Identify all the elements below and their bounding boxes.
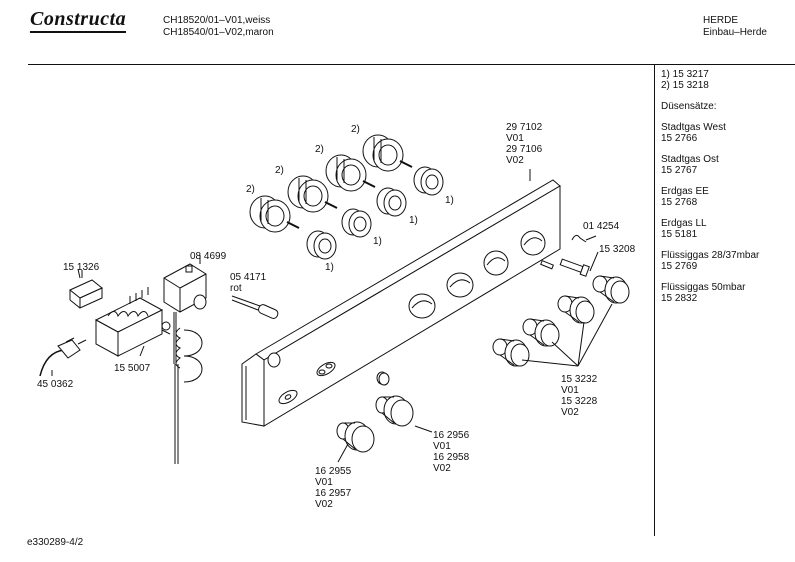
legend-line: 1) 15 3217 xyxy=(661,69,709,80)
label-line: 05 4171 xyxy=(230,272,267,283)
category-line-1: HERDE xyxy=(703,15,739,26)
label-plug: 45 0362 xyxy=(37,379,74,390)
label-screw: 01 4254 xyxy=(583,221,620,232)
valve-knobs-1 xyxy=(306,166,444,260)
small-switch xyxy=(69,270,103,309)
label-line: V02 xyxy=(506,155,524,166)
legend-line: Flüssiggas 28/37mbar xyxy=(661,250,760,261)
legend-line: Stadtgas West xyxy=(661,122,726,133)
mark-2: 2) xyxy=(275,165,284,176)
model-line-2: CH18540/01–V02,maron xyxy=(163,27,274,38)
label-switch-main: 15 5007 xyxy=(114,363,151,374)
label-line: 16 2958 xyxy=(433,452,470,463)
legend-line: Erdgas LL xyxy=(661,218,707,229)
legend-line: 15 2832 xyxy=(661,293,698,304)
label-line: V01 xyxy=(506,133,524,144)
screw-and-bolt xyxy=(540,234,599,277)
header-divider xyxy=(28,64,795,65)
label-knobs-right: 15 3232 V01 15 3228 V02 xyxy=(561,374,597,418)
label-line: V02 xyxy=(315,499,333,510)
legend-line: 2) 15 3218 xyxy=(661,80,709,91)
legend-heading: Düsensätze: xyxy=(661,101,717,112)
label-line: 16 2955 xyxy=(315,466,352,477)
sidebar-divider xyxy=(654,64,655,536)
legend-line: Erdgas EE xyxy=(661,186,709,197)
front-knobs-right xyxy=(492,275,630,367)
legend-line: 15 5181 xyxy=(661,229,698,240)
mark-1: 1) xyxy=(325,262,334,273)
legend-block-marks: 1) 15 3217 2) 15 3218 xyxy=(661,69,791,91)
legend-block-stadtgas-west: Stadtgas West 15 2766 xyxy=(661,122,791,144)
legend-line: Flüssiggas 50mbar xyxy=(661,282,746,293)
mark-2: 2) xyxy=(315,144,324,155)
legend-line: 15 2769 xyxy=(661,261,698,272)
indicator-lamp xyxy=(231,295,279,319)
label-line: V02 xyxy=(561,407,579,418)
label-line: 15 3232 xyxy=(561,374,598,385)
document-code: e330289-4/2 xyxy=(27,537,84,548)
mark-1: 1) xyxy=(445,195,454,206)
mark-1: 1) xyxy=(373,236,382,247)
small-nut xyxy=(376,371,390,386)
leader-switch-top xyxy=(77,268,81,279)
label-switch-top: 15 1326 xyxy=(63,262,100,273)
logo-underline xyxy=(30,31,126,33)
selector-switch xyxy=(94,287,171,357)
label-panel: 29 7102 V01 29 7106 V02 xyxy=(506,122,542,166)
label-line: 15 3228 xyxy=(561,396,598,407)
exploded-parts-drawing xyxy=(39,134,630,464)
mark-1: 1) xyxy=(409,215,418,226)
control-panel xyxy=(241,179,561,427)
valve-knobs-2 xyxy=(249,134,413,233)
brand-logo: Constructa xyxy=(30,8,127,30)
label-line: V01 xyxy=(561,385,579,396)
legend-line: Stadtgas Ost xyxy=(661,154,719,165)
legend-block-heading: Düsensätze: xyxy=(661,101,791,112)
label-line: 16 2957 xyxy=(315,488,352,499)
parts-legend: 1) 15 3217 2) 15 3218 Düsensätze: Stadtg… xyxy=(661,69,791,314)
thermostat xyxy=(163,255,207,464)
legend-block-fluessiggas-28: Flüssiggas 28/37mbar 15 2769 xyxy=(661,250,791,272)
legend-block-fluessiggas-50: Flüssiggas 50mbar 15 2832 xyxy=(661,282,791,304)
model-line-1: CH18520/01–V01,weiss xyxy=(163,15,271,26)
power-plug xyxy=(39,337,87,377)
legend-block-erdgas-ee: Erdgas EE 15 2768 xyxy=(661,186,791,208)
label-line: rot xyxy=(230,283,242,294)
label-line: 29 7106 xyxy=(506,144,543,155)
label-line: V01 xyxy=(315,477,333,488)
label-line: V01 xyxy=(433,441,451,452)
legend-line: 15 2768 xyxy=(661,197,698,208)
label-bolt: 15 3208 xyxy=(599,244,636,255)
label-line: 29 7102 xyxy=(506,122,543,133)
label-line: 16 2956 xyxy=(433,430,470,441)
legend-block-erdgas-ll: Erdgas LL 15 5181 xyxy=(661,218,791,240)
mark-2: 2) xyxy=(351,124,360,135)
front-knobs-center xyxy=(336,395,433,463)
label-line: V02 xyxy=(433,463,451,474)
legend-line: 15 2767 xyxy=(661,165,698,176)
legend-block-stadtgas-ost: Stadtgas Ost 15 2767 xyxy=(661,154,791,176)
label-knob-center-left: 16 2955 V01 16 2957 V02 xyxy=(315,466,351,510)
mark-2: 2) xyxy=(246,184,255,195)
label-thermostat: 08 4699 xyxy=(190,251,227,262)
label-knob-center-right: 16 2956 V01 16 2958 V02 xyxy=(433,430,469,474)
label-lamp: 05 4171 rot xyxy=(230,272,266,294)
category-line-2: Einbau–Herde xyxy=(703,27,767,38)
legend-line: 15 2766 xyxy=(661,133,698,144)
